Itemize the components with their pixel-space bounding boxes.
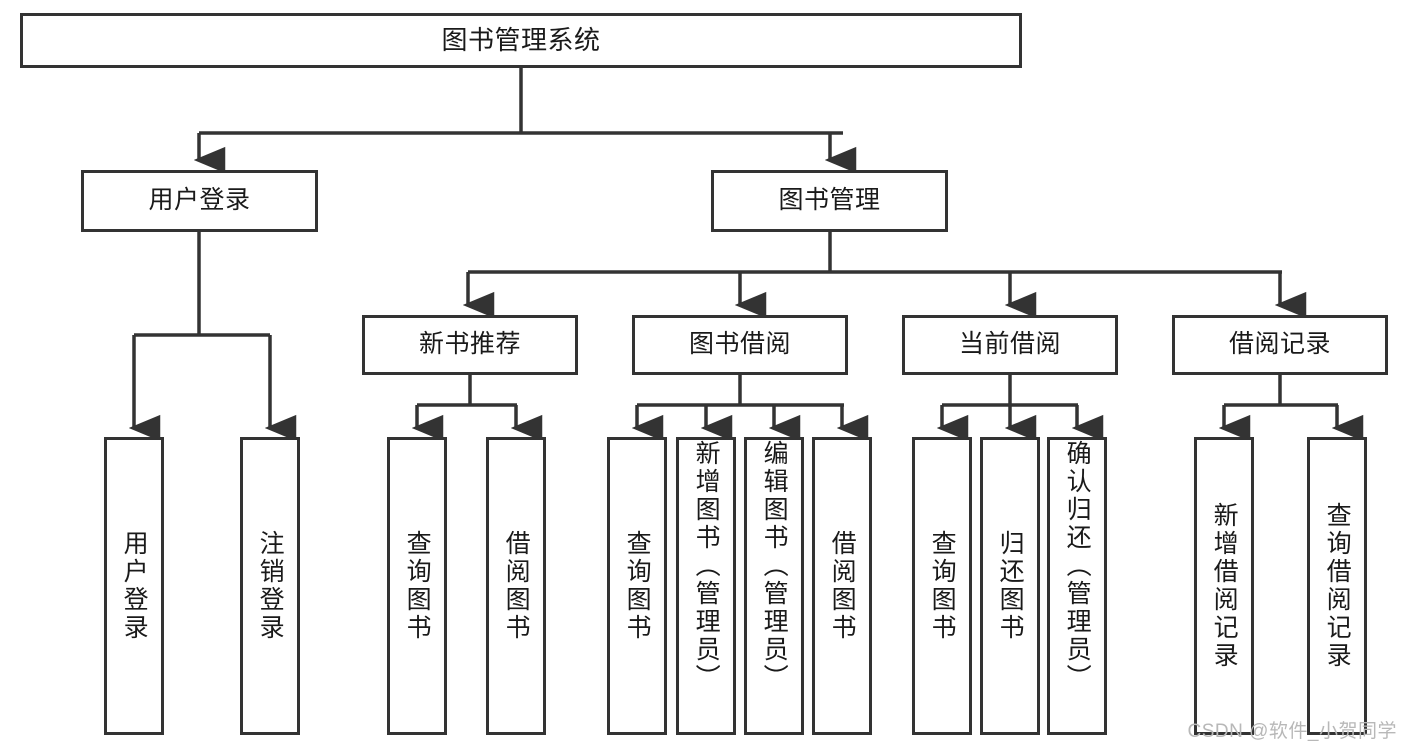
node-label: 查询图书: [623, 530, 652, 642]
node-label: 确认归还（管理员）: [1063, 440, 1092, 692]
node-label: 图书管理: [778, 186, 881, 215]
node-label: 借阅图书: [502, 530, 531, 642]
leaf-user-login[interactable]: 用户登录: [104, 437, 164, 735]
leaf-book-borrow-borrow-books[interactable]: 借阅图书: [812, 437, 872, 735]
leaf-new-book-borrow-books[interactable]: 借阅图书: [486, 437, 546, 735]
leaf-current-borrow-confirm-return-admin[interactable]: 确认归还（管理员）: [1047, 437, 1107, 735]
node-label: 新增图书（管理员）: [692, 440, 721, 692]
node-borrow-record[interactable]: 借阅记录: [1172, 315, 1388, 375]
node-label: 图书管理系统: [441, 25, 601, 56]
node-label: 编辑图书（管理员）: [760, 440, 789, 692]
node-label: 当前借阅: [958, 330, 1061, 359]
node-user-login[interactable]: 用户登录: [81, 170, 318, 232]
leaf-user-logout[interactable]: 注销登录: [240, 437, 300, 735]
leaf-book-borrow-query-books[interactable]: 查询图书: [607, 437, 667, 735]
node-label: 借阅图书: [828, 530, 857, 642]
node-label: 新增借阅记录: [1210, 502, 1239, 670]
node-label: 新书推荐: [418, 330, 521, 359]
node-label: 注销登录: [256, 530, 285, 642]
node-label: 查询图书: [403, 530, 432, 642]
node-new-book-recommend[interactable]: 新书推荐: [362, 315, 578, 375]
node-label: 借阅记录: [1228, 330, 1331, 359]
node-current-borrow[interactable]: 当前借阅: [902, 315, 1118, 375]
node-label: 归还图书: [996, 530, 1025, 642]
leaf-borrow-record-add-record[interactable]: 新增借阅记录: [1194, 437, 1254, 735]
node-root-book-management-system[interactable]: 图书管理系统: [20, 13, 1022, 68]
node-label: 查询借阅记录: [1323, 502, 1352, 670]
node-book-borrow[interactable]: 图书借阅: [632, 315, 848, 375]
leaf-new-book-query-books[interactable]: 查询图书: [387, 437, 447, 735]
node-label: 查询图书: [928, 530, 957, 642]
leaf-current-borrow-query-books[interactable]: 查询图书: [912, 437, 972, 735]
node-label: 用户登录: [120, 530, 149, 642]
leaf-borrow-record-query-record[interactable]: 查询借阅记录: [1307, 437, 1367, 735]
leaf-book-borrow-add-book-admin[interactable]: 新增图书（管理员）: [676, 437, 736, 735]
leaf-current-borrow-return-books[interactable]: 归还图书: [980, 437, 1040, 735]
csdn-watermark: CSDN @软件_小贺同学: [1187, 721, 1397, 742]
leaf-book-borrow-edit-book-admin[interactable]: 编辑图书（管理员）: [744, 437, 804, 735]
node-label: 用户登录: [148, 186, 251, 215]
node-book-management[interactable]: 图书管理: [711, 170, 948, 232]
node-label: 图书借阅: [688, 330, 791, 359]
